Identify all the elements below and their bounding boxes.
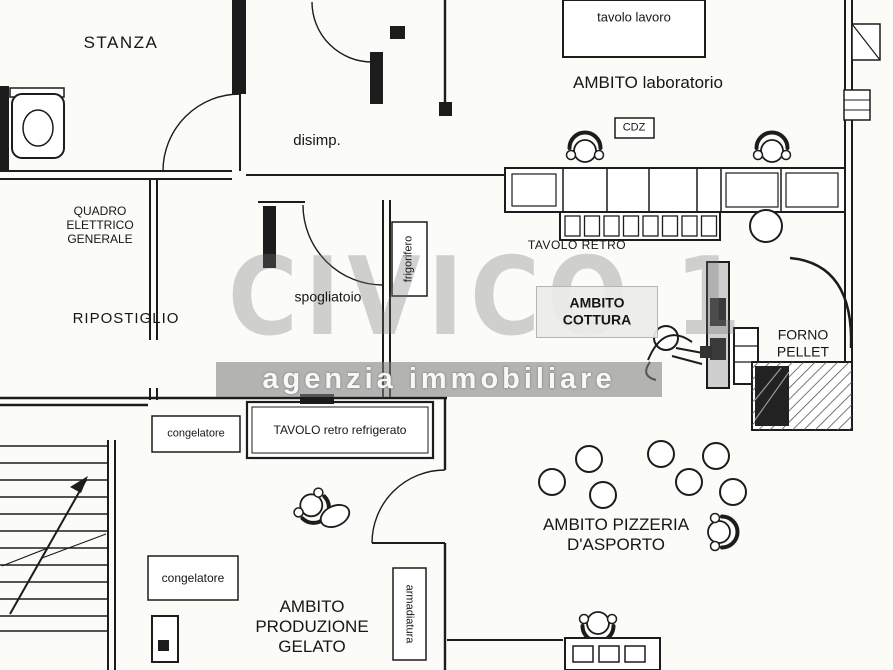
room-label-gelato: AMBITO PRODUZIONE GELATO	[255, 596, 369, 657]
pellet-oven-label: FORNO PELLET	[776, 326, 830, 359]
room-label-stanza: STANZA	[83, 32, 159, 52]
toilet-icon	[9, 87, 65, 159]
door-arcs	[162, 1, 446, 544]
person-figure	[645, 325, 712, 381]
cabinet-label: armadiatura	[403, 584, 416, 644]
fridge-label: frigorifero	[402, 235, 415, 283]
room-label-laboratorio: AMBITO laboratorio	[573, 72, 723, 92]
stairs	[0, 440, 116, 670]
pizzeria-tables	[538, 440, 747, 509]
electrical-panel-label: QUADRO ELETTRICO GENERALE	[66, 203, 134, 247]
freezer-bottom-label: congelatore	[161, 570, 225, 585]
room-label-pizzeria: AMBITO PIZZERIA D'ASPORTO	[542, 514, 690, 554]
work-table-label: tavolo lavoro	[597, 9, 671, 25]
room-label-ripostiglio: RIPOSTIGLIO	[72, 310, 180, 328]
chair-icons	[290, 130, 793, 644]
appliance-boxes	[147, 221, 435, 663]
laboratory-counter	[504, 167, 846, 243]
freezer-top-label: congelatore	[167, 427, 225, 440]
ambito-cottura-panel	[536, 286, 658, 338]
room-label-cottura: AMBITO COTTURA	[562, 294, 632, 327]
wall-fixtures	[843, 23, 881, 121]
cdz-label: CDZ	[622, 121, 646, 134]
back-counter-label: TAVOLO RETRO	[527, 237, 627, 252]
room-label-disimpegno: disimp.	[293, 132, 341, 150]
cooking-area	[706, 256, 853, 431]
walls	[0, 0, 853, 670]
cdz-unit	[614, 117, 655, 139]
work-table	[562, 0, 706, 58]
refrigerated-counter-label: TAVOLO retro refrigerato	[273, 422, 407, 437]
service-table	[564, 637, 661, 670]
room-label-spogliatoio: spogliatoio	[294, 288, 362, 305]
